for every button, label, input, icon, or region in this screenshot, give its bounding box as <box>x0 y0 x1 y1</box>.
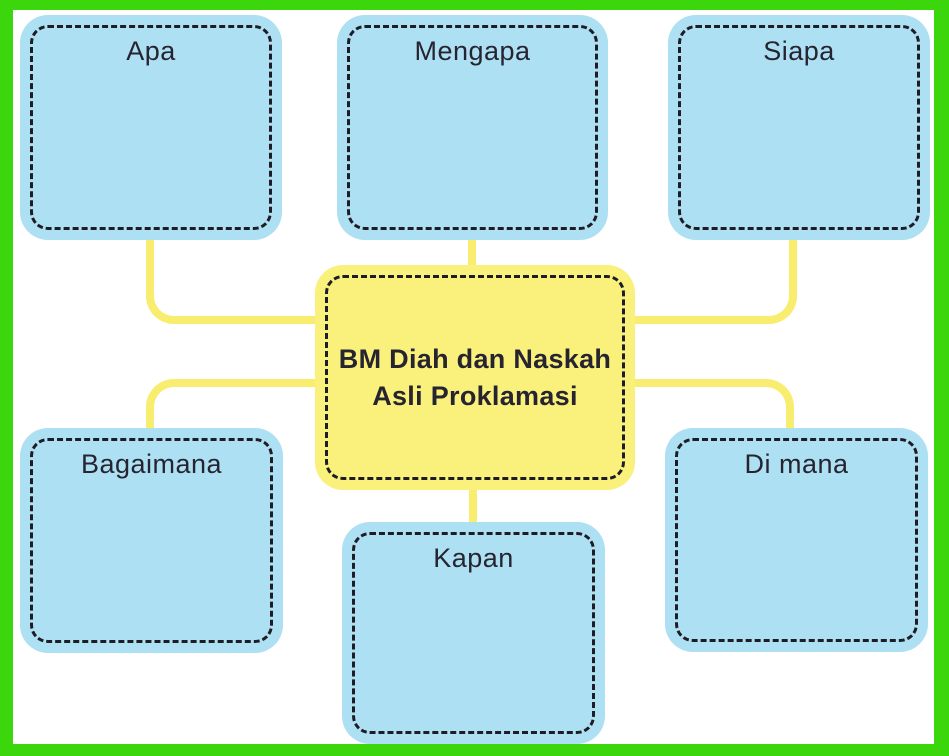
node-kapan: Kapan <box>342 522 605 744</box>
connector-center-bagaimana <box>146 379 315 428</box>
connector-center-dimana <box>635 379 794 428</box>
connector-siapa-center <box>635 240 797 324</box>
node-dimana: Di mana <box>665 428 928 652</box>
node-siapa-label: Siapa <box>763 36 835 66</box>
node-bagaimana: Bagaimana <box>20 428 283 653</box>
node-mengapa: Mengapa <box>337 15 608 240</box>
center-topic-line1: BM Diah dan Naskah <box>338 343 612 374</box>
node-mengapa-label: Mengapa <box>414 36 531 66</box>
node-apa-label: Apa <box>126 36 176 66</box>
connector-center-kapan <box>469 490 477 523</box>
center-topic-title: BM Diah dan Naskah Asli Proklamasi <box>339 341 611 415</box>
connector-mengapa-center <box>468 240 476 266</box>
center-topic-node: BM Diah dan Naskah Asli Proklamasi <box>315 265 635 490</box>
node-siapa: Siapa <box>668 15 930 240</box>
node-dimana-label: Di mana <box>744 449 849 479</box>
node-kapan-label: Kapan <box>433 543 514 573</box>
node-bagaimana-label: Bagaimana <box>80 449 223 479</box>
center-topic-line2: Asli Proklamasi <box>372 380 578 411</box>
connector-apa-center <box>146 240 315 324</box>
node-apa: Apa <box>20 15 282 240</box>
